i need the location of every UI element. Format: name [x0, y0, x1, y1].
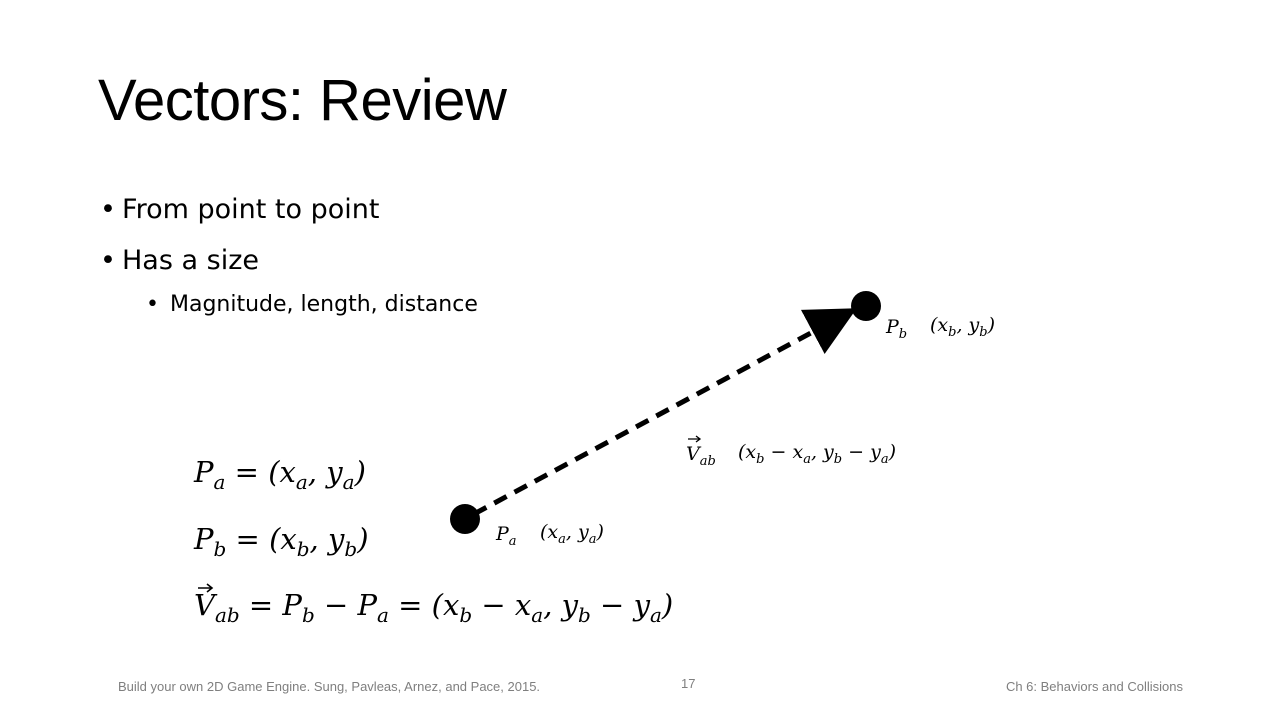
point-b-label: Pb	[885, 316, 907, 342]
vector-coords: (xb − xa, yb − ya)	[738, 441, 896, 467]
bullet-item: From point to point	[100, 196, 478, 223]
equation-pa: Pa = (xa, ya)	[193, 455, 366, 494]
point-b-dot	[851, 291, 881, 321]
equation-vab: Vab = Pb − Pa = (xb − xa, yb − ya)	[194, 588, 673, 627]
point-b-coords: (xb, yb)	[930, 314, 995, 340]
bullet-list: From point to point Has a size Magnitude…	[100, 196, 478, 316]
footer-citation: Build your own 2D Game Engine. Sung, Pav…	[118, 679, 541, 694]
vector-arrow-accent-icon	[688, 435, 702, 443]
vector-label: Vab	[686, 443, 716, 469]
page-number: 17	[681, 676, 696, 691]
point-a-label: Pa	[495, 523, 517, 549]
footer-chapter: Ch 6: Behaviors and Collisions	[1005, 679, 1183, 694]
bullet-item: Has a size	[100, 247, 478, 274]
sub-bullet-item: Magnitude, length, distance	[100, 294, 478, 317]
vector-arrow	[472, 308, 857, 517]
point-a-coords: (xa, ya)	[540, 521, 604, 547]
slide-title: Vectors: Review	[98, 68, 507, 133]
vector-arrow-accent-icon	[198, 583, 214, 593]
point-a-dot	[450, 504, 480, 534]
equation-pb: Pb = (xb, yb)	[193, 522, 369, 561]
